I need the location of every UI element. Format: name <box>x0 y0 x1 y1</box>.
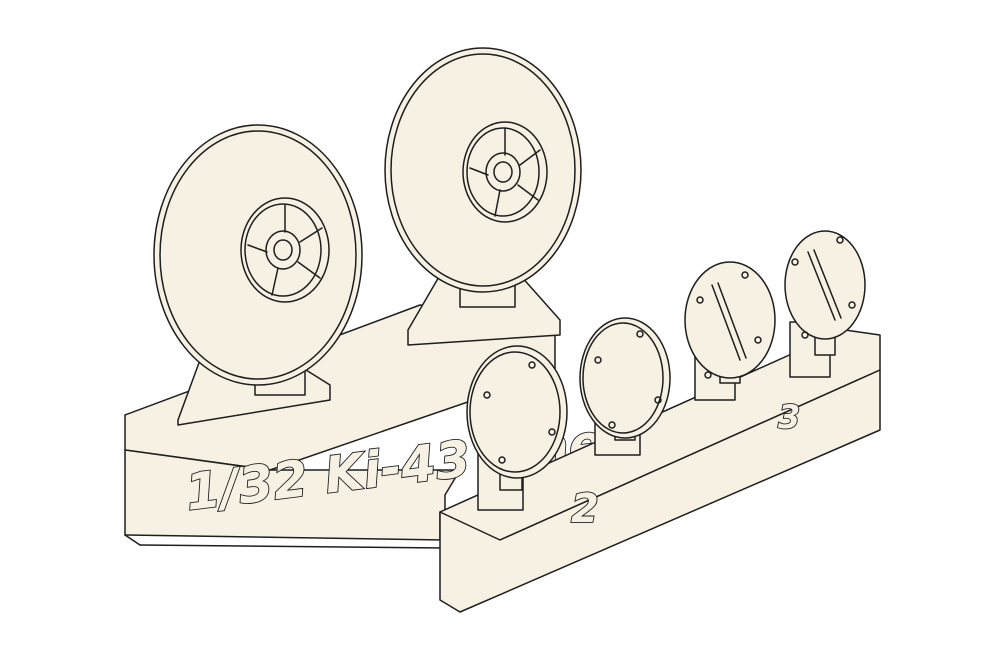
part-number-3: 3 <box>778 398 800 436</box>
wheel-back <box>384 47 582 346</box>
cover-type-3-a <box>684 261 776 401</box>
wheel-front <box>153 124 363 426</box>
cover-type-2-a <box>466 345 568 511</box>
cover-type-2-b <box>579 317 671 456</box>
left-sprue-base <box>124 304 556 549</box>
cover-type-3-b <box>784 230 866 378</box>
part-number-2: 2 <box>571 486 599 532</box>
